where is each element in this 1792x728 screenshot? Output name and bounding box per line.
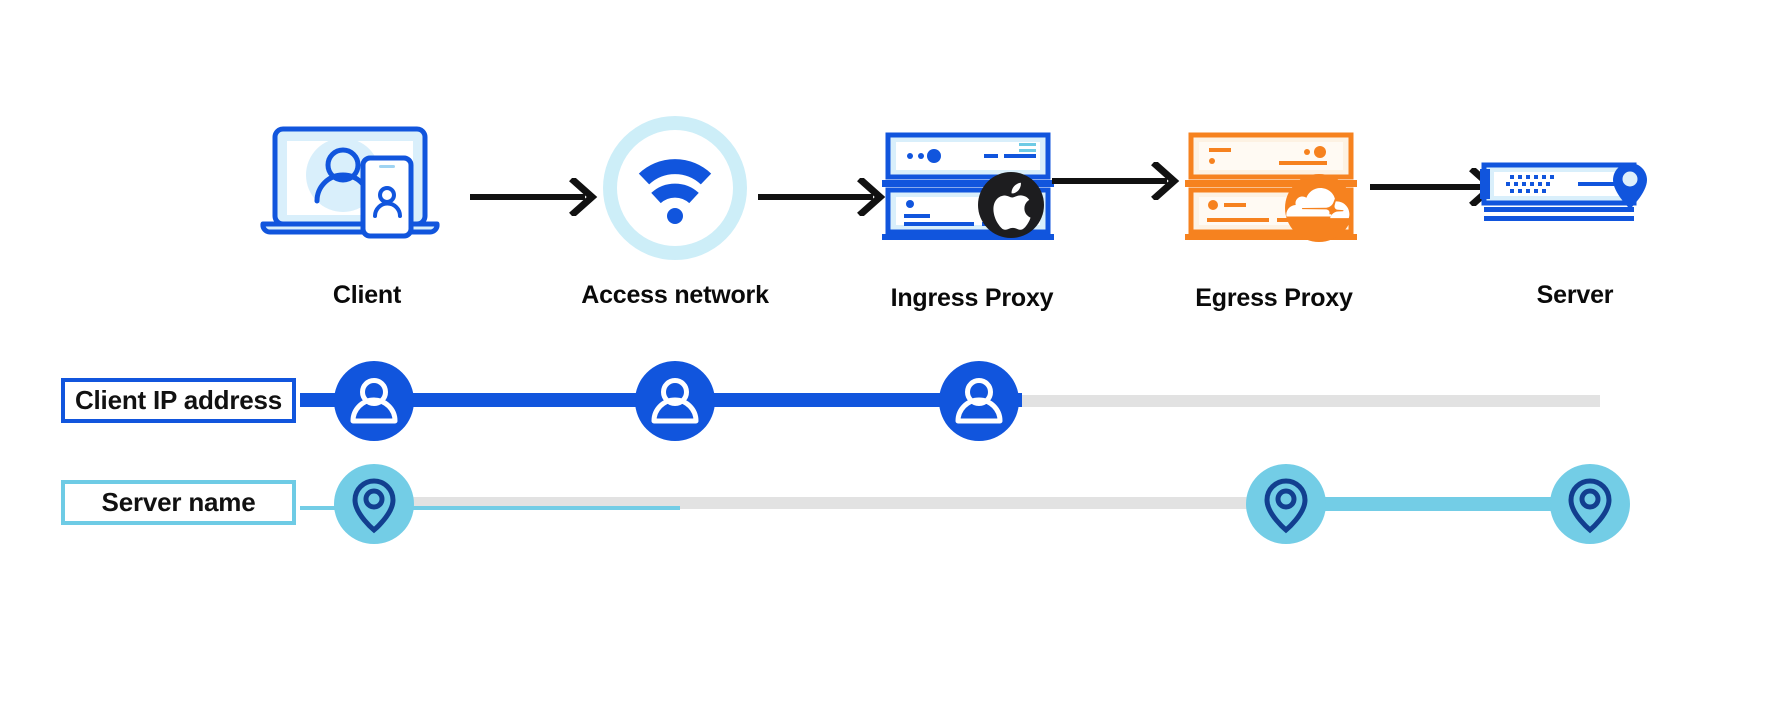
node-label-egress-proxy: Egress Proxy — [1195, 284, 1353, 312]
laptop-phone-user-icon — [260, 126, 440, 239]
node-label-server: Server — [1536, 281, 1614, 309]
location-pin-icon — [1264, 478, 1308, 534]
lane-marker-server-name-server — [1550, 464, 1630, 544]
user-avatar-icon — [350, 378, 398, 424]
lane-label-client-ip-address-text: Client IP address — [74, 385, 283, 415]
apple-logo-icon — [993, 182, 1031, 230]
server-rack-icon — [882, 132, 1054, 240]
lane-label-client-ip-address: Client IP address — [61, 378, 296, 423]
node-label-access-network: Access network — [581, 281, 769, 309]
lane-label-server-name-text: Server name — [101, 487, 256, 517]
arrow-ingress-to-egress — [1052, 160, 1182, 202]
apple-logo-badge — [978, 172, 1044, 238]
user-avatar-icon — [651, 378, 699, 424]
lane-marker-server-name-client — [334, 464, 414, 544]
user-avatar-icon — [955, 378, 1003, 424]
location-pin-icon — [352, 478, 396, 534]
arrow-access-to-ingress — [758, 176, 888, 218]
lane-server-name-active-track — [1250, 497, 1600, 511]
lane-marker-client-ip-access-network — [635, 361, 715, 441]
lane-marker-client-ip-ingress-proxy — [939, 361, 1019, 441]
node-label-ingress-proxy: Ingress Proxy — [890, 284, 1054, 312]
node-access-network — [602, 115, 748, 261]
node-label-client: Client — [332, 281, 402, 309]
lane-client-ip-inactive-track — [1000, 395, 1600, 407]
lane-server-name-stub-track — [300, 506, 680, 510]
location-pin-icon — [1568, 478, 1612, 534]
wifi-circle-icon — [603, 116, 747, 260]
node-ingress-proxy — [880, 130, 1065, 240]
cloudflare-logo-icon — [1286, 188, 1350, 219]
server-pin-icon — [1480, 162, 1647, 221]
lane-marker-server-name-egress-proxy — [1246, 464, 1326, 544]
arrow-client-to-access — [470, 176, 600, 218]
cloudflare-logo-badge — [1285, 174, 1353, 242]
node-server — [1478, 155, 1668, 235]
node-client — [255, 125, 480, 240]
lane-label-server-name: Server name — [61, 480, 296, 525]
lane-marker-client-ip-client — [334, 361, 414, 441]
node-egress-proxy — [1183, 130, 1368, 242]
